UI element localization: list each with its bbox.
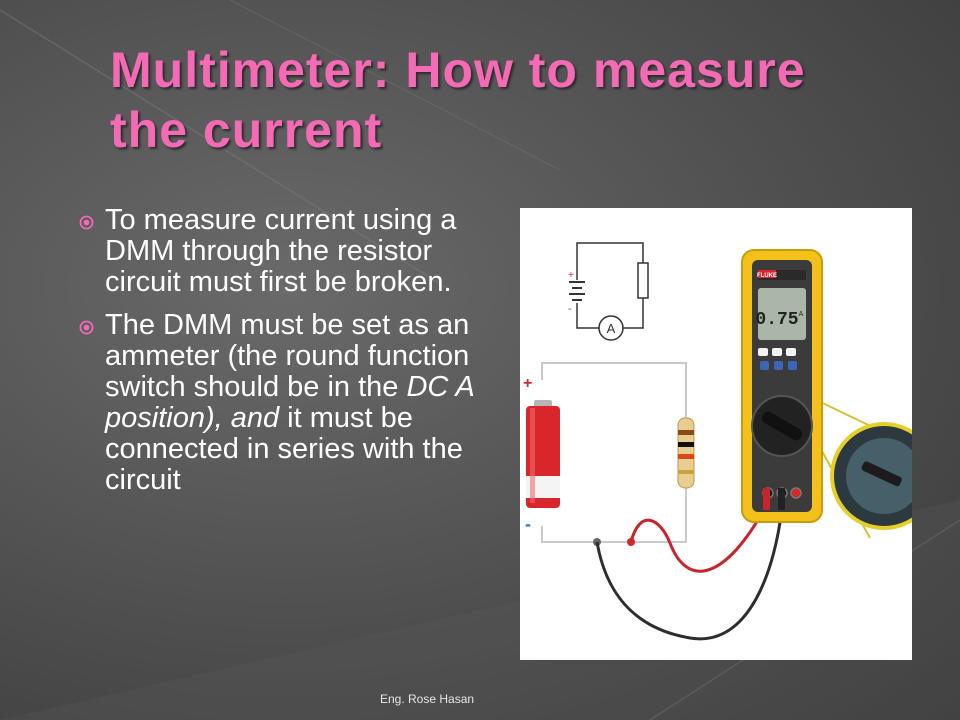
resistor bbox=[677, 417, 695, 489]
bullet-text-continued: it must be connected in series with the … bbox=[105, 402, 463, 496]
circuit-illustration: A + - + - bbox=[523, 242, 912, 641]
display-reading: 0.75 bbox=[755, 310, 798, 330]
multimeter-circuit-image: A + - + - bbox=[520, 208, 912, 660]
circled-dot-icon bbox=[79, 320, 94, 335]
battery-plus: + bbox=[523, 375, 532, 392]
title-line-2: the current bbox=[110, 102, 383, 158]
battery: + - bbox=[523, 375, 560, 534]
title-line-1: Multimeter: How to measure bbox=[110, 42, 806, 98]
bullet-list: To measure current using a DMM through t… bbox=[79, 204, 480, 508]
bullet-item: The DMM must be set as an ammeter (the r… bbox=[79, 309, 480, 496]
ammeter-label: A bbox=[607, 321, 616, 336]
circuit-schematic: A + - bbox=[568, 242, 649, 341]
bullet-italic-text: DC A position), and bbox=[105, 371, 474, 434]
multimeter: FLUKE 0.75 A bbox=[741, 249, 823, 523]
bullet-text: To measure current using a DMM through t… bbox=[105, 204, 457, 298]
display-unit: A bbox=[799, 311, 804, 318]
bullet-item: To measure current using a DMM through t… bbox=[79, 204, 480, 298]
schematic-minus: - bbox=[568, 303, 572, 315]
slide-title: Multimeter: How to measure the current bbox=[110, 40, 910, 160]
circled-dot-icon bbox=[79, 215, 94, 230]
schematic-plus: + bbox=[568, 270, 574, 281]
footer-author: Eng. Rose Hasan bbox=[380, 692, 475, 706]
bullet-text: The DMM must be set as an ammeter (the r… bbox=[105, 309, 470, 403]
brand-label: FLUKE bbox=[757, 273, 777, 279]
battery-minus: - bbox=[525, 514, 531, 534]
